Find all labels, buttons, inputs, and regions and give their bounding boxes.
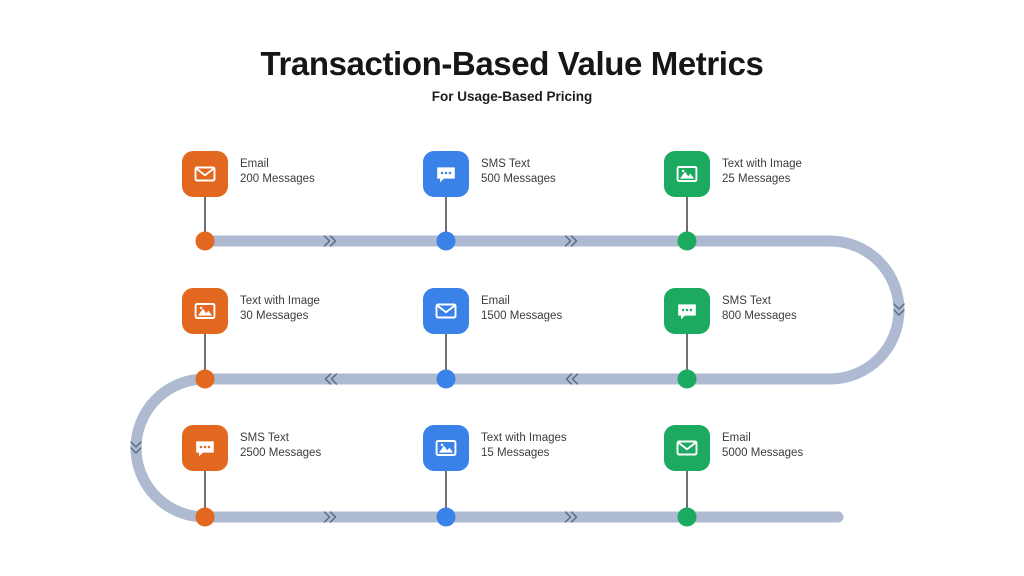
node-count: 15 Messages (481, 447, 550, 459)
image-icon (423, 425, 469, 471)
node-dot[interactable] (677, 231, 697, 251)
header: Transaction-Based Value Metrics For Usag… (0, 44, 1024, 106)
node-labels: Text with Images 15 Messages (481, 431, 681, 461)
email-icon (664, 425, 710, 471)
node-dots (195, 231, 697, 527)
double-chevron-left-icon-2-2 (565, 373, 579, 385)
node-dot[interactable] (195, 231, 215, 251)
double-chevron-right-icon-3-1 (323, 511, 337, 523)
node-label: Email (240, 158, 269, 170)
page-title: Transaction-Based Value Metrics (260, 45, 764, 82)
email-icon (182, 151, 228, 197)
node-email-r1c1[interactable]: Email 200 Messages (182, 151, 442, 197)
node-email-r3c3[interactable]: Email 5000 Messages (664, 425, 924, 471)
node-count: 800 Messages (722, 310, 797, 322)
node-dot[interactable] (677, 507, 697, 527)
node-label: SMS Text (240, 432, 289, 444)
image-icon (664, 151, 710, 197)
image-icon (182, 288, 228, 334)
double-chevron-left-icon-2-1 (324, 373, 338, 385)
chevron-down-icon-left-turn (130, 441, 142, 454)
double-chevron-right-icon-1-1 (323, 235, 337, 247)
node-labels: Text with Image 25 Messages (722, 157, 922, 187)
track-path (130, 235, 905, 523)
node-labels: Email 1500 Messages (481, 294, 681, 324)
node-labels: Email 5000 Messages (722, 431, 922, 461)
node-image-r3c2[interactable]: Text with Images 15 Messages (423, 425, 683, 471)
node-count: 25 Messages (722, 173, 791, 185)
node-sms-r3c1[interactable]: SMS Text 2500 Messages (182, 425, 442, 471)
node-label: Text with Images (481, 432, 567, 444)
node-dot[interactable] (677, 369, 697, 389)
node-email-r2c2[interactable]: Email 1500 Messages (423, 288, 683, 334)
node-count: 5000 Messages (722, 447, 804, 459)
email-icon (423, 288, 469, 334)
node-label: Email (481, 295, 510, 307)
sms-icon (182, 425, 228, 471)
node-dot[interactable] (195, 369, 215, 389)
node-sms-r1c2[interactable]: SMS Text 500 Messages (423, 151, 683, 197)
chevron-down-icon-right-turn (893, 303, 905, 316)
node-count: 2500 Messages (240, 447, 322, 459)
node-count: 1500 Messages (481, 310, 563, 322)
node-labels: SMS Text 500 Messages (481, 157, 681, 187)
node-image-r2c1[interactable]: Text with Image 30 Messages (182, 288, 442, 334)
node-dot[interactable] (436, 231, 456, 251)
sms-icon (423, 151, 469, 197)
node-label: SMS Text (481, 158, 530, 170)
sms-icon (664, 288, 710, 334)
node-labels: Text with Image 30 Messages (240, 294, 440, 324)
node-sms-r2c3[interactable]: SMS Text 800 Messages (664, 288, 924, 334)
node-label: Email (722, 432, 751, 444)
direction-chevrons (130, 235, 905, 523)
node-dot[interactable] (436, 369, 456, 389)
node-label: Text with Image (240, 295, 320, 307)
double-chevron-right-icon-3-2 (564, 511, 578, 523)
node-count: 200 Messages (240, 173, 315, 185)
page-subtitle: For Usage-Based Pricing (431, 89, 593, 104)
node-count: 500 Messages (481, 173, 556, 185)
node-labels: SMS Text 2500 Messages (240, 431, 440, 461)
node-label: Text with Image (722, 158, 802, 170)
double-chevron-right-icon-1-2 (564, 235, 578, 247)
node-labels: SMS Text 800 Messages (722, 294, 922, 324)
node-image-r1c3[interactable]: Text with Image 25 Messages (664, 151, 924, 197)
node-labels: Email 200 Messages (240, 157, 440, 187)
node-count: 30 Messages (240, 310, 309, 322)
node-label: SMS Text (722, 295, 771, 307)
node-dot[interactable] (195, 507, 215, 527)
node-dot[interactable] (436, 507, 456, 527)
